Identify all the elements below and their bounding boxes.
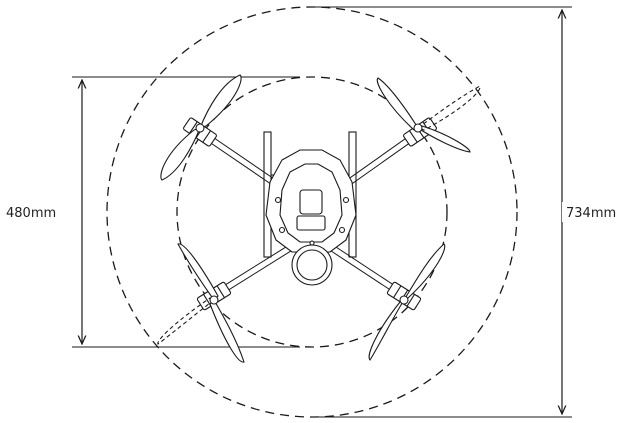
propeller-icon [368, 243, 446, 361]
frame-bolt [342, 196, 350, 204]
frame-bolt [309, 240, 315, 246]
center-plate-inner [279, 163, 343, 243]
outer-label-backdrop [562, 202, 632, 222]
battery-tray [296, 215, 326, 231]
inner-dimension: 480mm [2, 76, 300, 348]
frame-bolt [278, 226, 286, 234]
inner-dimension-label: 480mm [6, 206, 56, 221]
gps-module [299, 189, 323, 215]
propeller-icon [160, 74, 242, 181]
camera-ring-outer [291, 244, 333, 286]
inner-label-backdrop [2, 202, 76, 222]
quadcopter-top-view-icon [157, 74, 481, 363]
center-frame [265, 149, 357, 286]
propellers [157, 74, 481, 363]
outer-dimension-label: 734mm [566, 206, 616, 221]
frame-bolt [274, 196, 282, 204]
inner-span-circle [176, 76, 448, 348]
frame-bolt [338, 226, 346, 234]
propeller-icon [157, 243, 245, 363]
outer-dimension: 734mm [310, 6, 632, 418]
camera-ring-inner [296, 249, 328, 281]
propeller-icon [376, 77, 481, 153]
